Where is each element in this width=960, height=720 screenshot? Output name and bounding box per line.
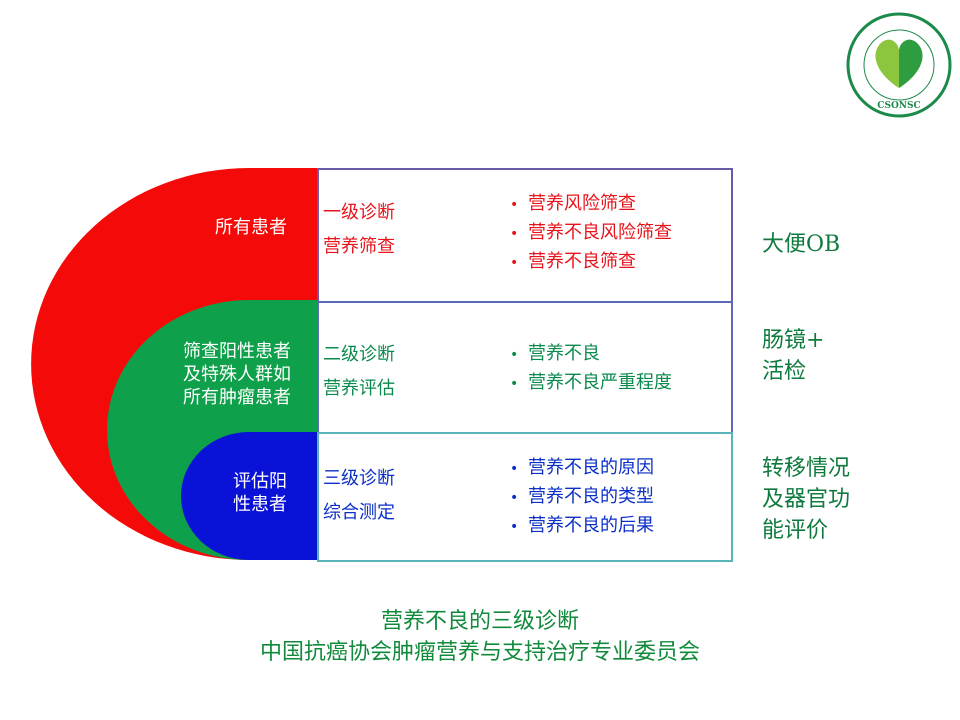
tier-2-row: 二级诊断 营养评估 营养不良 营养不良严重程度 [318,338,732,418]
tier-3-semicircle [181,432,318,560]
side-note-3: 转移情况 及器官功 能评价 [762,456,851,543]
caption-subtitle: 中国抗癌协会肿瘤营养与支持治疗专业委员会 [259,640,700,665]
csonsc-logo: CSONSC [846,12,952,118]
list-item: 营养风险筛查 [510,190,672,219]
tier-1-items: 营养风险筛查 营养不良风险筛查 营养不良筛查 [510,190,672,277]
side-note-1: 大便OB [762,232,841,257]
tier-2-title: 二级诊断 营养评估 [323,344,395,399]
side-note-2: 肠镜+ 活检 [762,328,825,384]
list-item: 营养不良的类型 [510,483,654,512]
list-item: 营养不良风险筛查 [510,219,672,248]
tier-1-row: 一级诊断 营养筛查 营养风险筛查 营养不良风险筛查 营养不良筛查 [318,193,732,296]
tier-3-row: 三级诊断 综合测定 营养不良的原因 营养不良的类型 营养不良的后果 [318,457,732,552]
heart-leaf-icon [875,39,923,88]
tier-2-population: 筛查阳性患者 及特殊人群如 所有肿瘤患者 [183,341,291,408]
tier-3-population: 评估阳 性患者 [233,471,287,515]
list-item: 营养不良筛查 [510,248,672,277]
caption-title: 营养不良的三级诊断 [380,609,579,634]
list-item: 营养不良的原因 [510,454,654,483]
list-item: 营养不良严重程度 [510,369,672,398]
logo-abbr: CSONSC [877,101,920,111]
tier-2-items: 营养不良 营养不良严重程度 [510,340,672,398]
list-item: 营养不良的后果 [510,512,654,541]
list-item: 营养不良 [510,340,672,369]
tier-1-title: 一级诊断 营养筛查 [323,202,395,257]
tier-1-population: 所有患者 [215,217,287,238]
tier-3-items: 营养不良的原因 营养不良的类型 营养不良的后果 [510,454,654,541]
tier-3-title: 三级诊断 综合测定 [323,468,395,523]
